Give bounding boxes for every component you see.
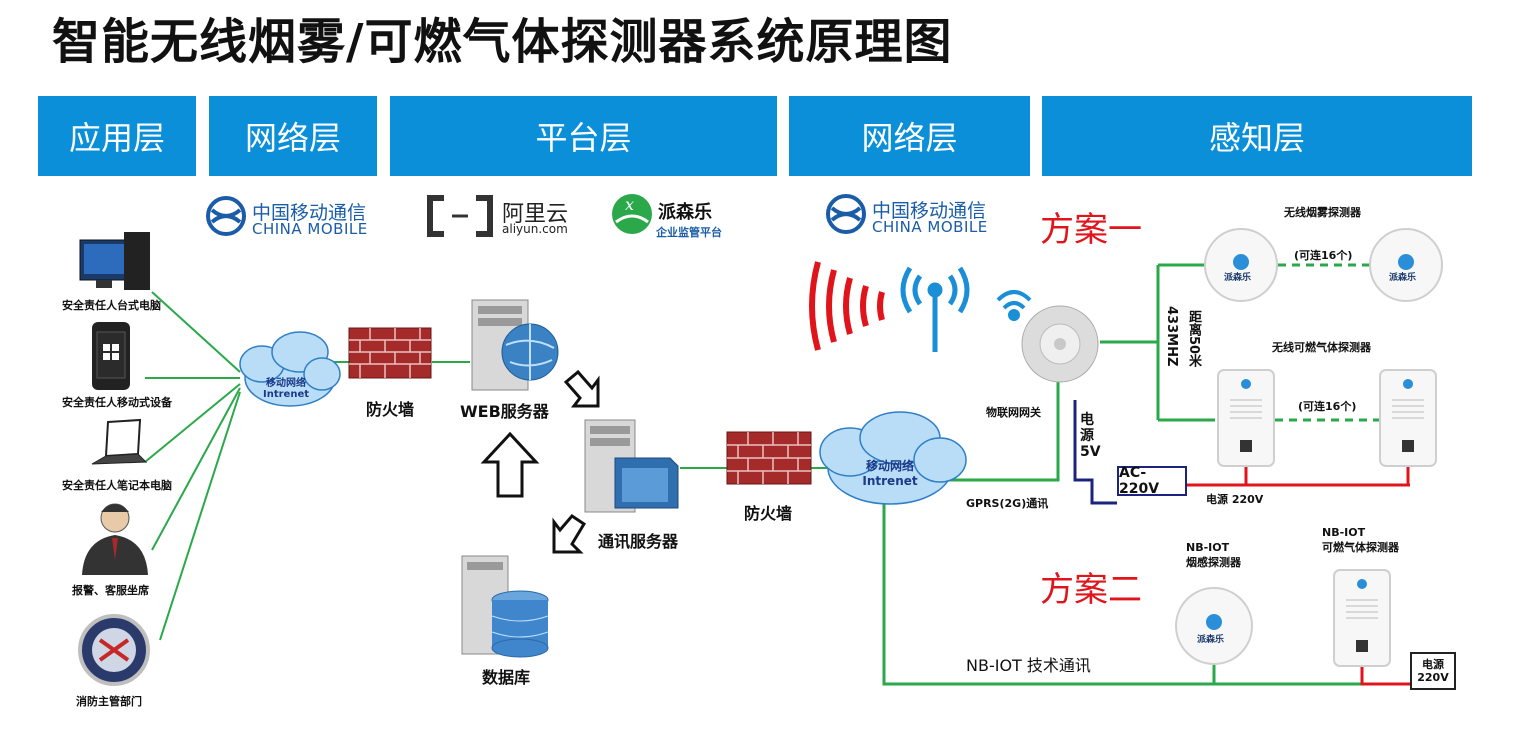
nb-tech-label: NB-IOT 技术通讯 bbox=[966, 656, 1091, 675]
iot-gateway-icon bbox=[1021, 305, 1099, 383]
plan-one-label: 方案一 bbox=[1040, 210, 1142, 250]
service-agent-icon bbox=[82, 503, 148, 575]
power-220v-lines bbox=[1186, 466, 1410, 686]
power-5v-label: 电源5V bbox=[1080, 412, 1101, 460]
smoke-detector-title: 无线烟雾探测器 bbox=[1284, 206, 1361, 219]
web-server-icon bbox=[471, 299, 559, 391]
arrow-up-icon bbox=[480, 431, 540, 498]
distance-label: 距离50米 bbox=[1186, 310, 1201, 368]
smoke-1-brand: 派森乐 bbox=[1224, 273, 1252, 283]
gateway-label: 物联网网关 bbox=[986, 406, 1041, 419]
user-laptop-label: 安全责任人笔记本电脑 bbox=[62, 479, 172, 492]
gas-link-count: (可连16个) bbox=[1298, 400, 1357, 413]
smoke-detector-1-icon bbox=[1204, 228, 1278, 302]
mobile-device-icon bbox=[92, 322, 130, 390]
china-mobile-cn-left: 中国移动通信 bbox=[252, 202, 367, 224]
gas-detector-1-icon bbox=[1217, 369, 1275, 467]
firewall-right-icon bbox=[726, 431, 812, 485]
layer-network-left: 网络层 bbox=[209, 96, 377, 176]
cloud-left bbox=[239, 331, 341, 407]
arrow-down-left-icon bbox=[552, 514, 587, 554]
layer-application: 应用层 bbox=[38, 96, 196, 176]
radio-wave-icon bbox=[809, 261, 885, 351]
paisenle-logo-icon: x bbox=[612, 194, 652, 234]
smoke-nb-brand: 派森乐 bbox=[1197, 635, 1225, 645]
paisenle-subtitle: 企业监管平台 bbox=[656, 226, 722, 239]
layer-platform: 平台层 bbox=[390, 96, 777, 176]
web-server-label: WEB服务器 bbox=[460, 402, 549, 421]
database-label: 数据库 bbox=[482, 668, 531, 687]
frequency-label: 433MHZ bbox=[1164, 306, 1179, 367]
gas-detector-2-icon bbox=[1379, 369, 1437, 467]
aliyun-name: 阿里云 bbox=[502, 202, 569, 227]
power-220v-label: 电源 220V bbox=[1206, 493, 1264, 506]
gprs-label: GPRS(2G)通讯 bbox=[966, 497, 1049, 510]
power-220v-box: 电源 220V bbox=[1410, 652, 1456, 690]
arrow-down-right-icon bbox=[563, 369, 600, 408]
dashed-links bbox=[1275, 263, 1380, 422]
user-mobile-label: 安全责任人移动式设备 bbox=[62, 396, 172, 409]
page-title: 智能无线烟雾/可燃气体探测器系统原理图 bbox=[52, 14, 953, 70]
user-fire-dept-label: 消防主管部门 bbox=[76, 695, 142, 708]
database-icon bbox=[461, 555, 549, 658]
smoke-detector-nb-icon bbox=[1175, 587, 1253, 665]
smoke-2-brand: 派森乐 bbox=[1389, 273, 1417, 283]
gas-detector-title: 无线可燃气体探测器 bbox=[1272, 341, 1371, 354]
wifi-icon bbox=[996, 290, 1032, 321]
smoke-link-count: (可连16个) bbox=[1294, 249, 1353, 262]
firewall-left-icon bbox=[348, 327, 432, 379]
china-mobile-logo-left-icon bbox=[206, 196, 246, 236]
laptop-icon bbox=[91, 418, 148, 465]
layer-network-right: 网络层 bbox=[789, 96, 1030, 176]
ac-220v-box: AC-220V bbox=[1117, 465, 1187, 497]
firewall-right-label: 防火墙 bbox=[744, 504, 793, 523]
gas-detector-nb-icon bbox=[1333, 569, 1391, 667]
antenna-icon bbox=[900, 266, 970, 352]
cloud-right-label: 移动网络 Intrenet bbox=[862, 459, 918, 488]
nb-smoke-label: NB-IOT 烟感探测器 bbox=[1186, 541, 1241, 569]
aliyun-domain: aliyun.com bbox=[502, 222, 568, 236]
comm-server-label: 通讯服务器 bbox=[598, 532, 679, 551]
user-desktop-label: 安全责任人台式电脑 bbox=[62, 299, 161, 312]
layer-perception: 感知层 bbox=[1042, 96, 1472, 176]
plan-two-label: 方案二 bbox=[1040, 570, 1142, 610]
user-agent-label: 报警、客服坐席 bbox=[72, 584, 149, 597]
china-mobile-cn-right: 中国移动通信 bbox=[872, 200, 987, 222]
china-mobile-en-right: CHINA MOBILE bbox=[872, 218, 988, 236]
paisenle-name: 派森乐 bbox=[658, 202, 712, 223]
svg-text:x: x bbox=[625, 195, 634, 214]
nb-gas-label: NB-IOT 可燃气体探测器 bbox=[1322, 526, 1399, 554]
desktop-computer-icon bbox=[79, 232, 150, 290]
firewall-left-label: 防火墙 bbox=[366, 400, 415, 419]
smoke-detector-2-icon bbox=[1369, 228, 1443, 302]
aliyun-logo-icon bbox=[427, 195, 493, 237]
cloud-left-label: 移动网络 Intrenet bbox=[262, 378, 309, 400]
china-mobile-en-left: CHINA MOBILE bbox=[252, 220, 368, 238]
power-5v-line bbox=[1073, 400, 1117, 505]
comm-server-icon bbox=[584, 419, 679, 513]
china-mobile-logo-right-icon bbox=[826, 194, 866, 234]
cloud-right bbox=[819, 411, 967, 505]
fire-department-badge-icon bbox=[78, 614, 150, 686]
